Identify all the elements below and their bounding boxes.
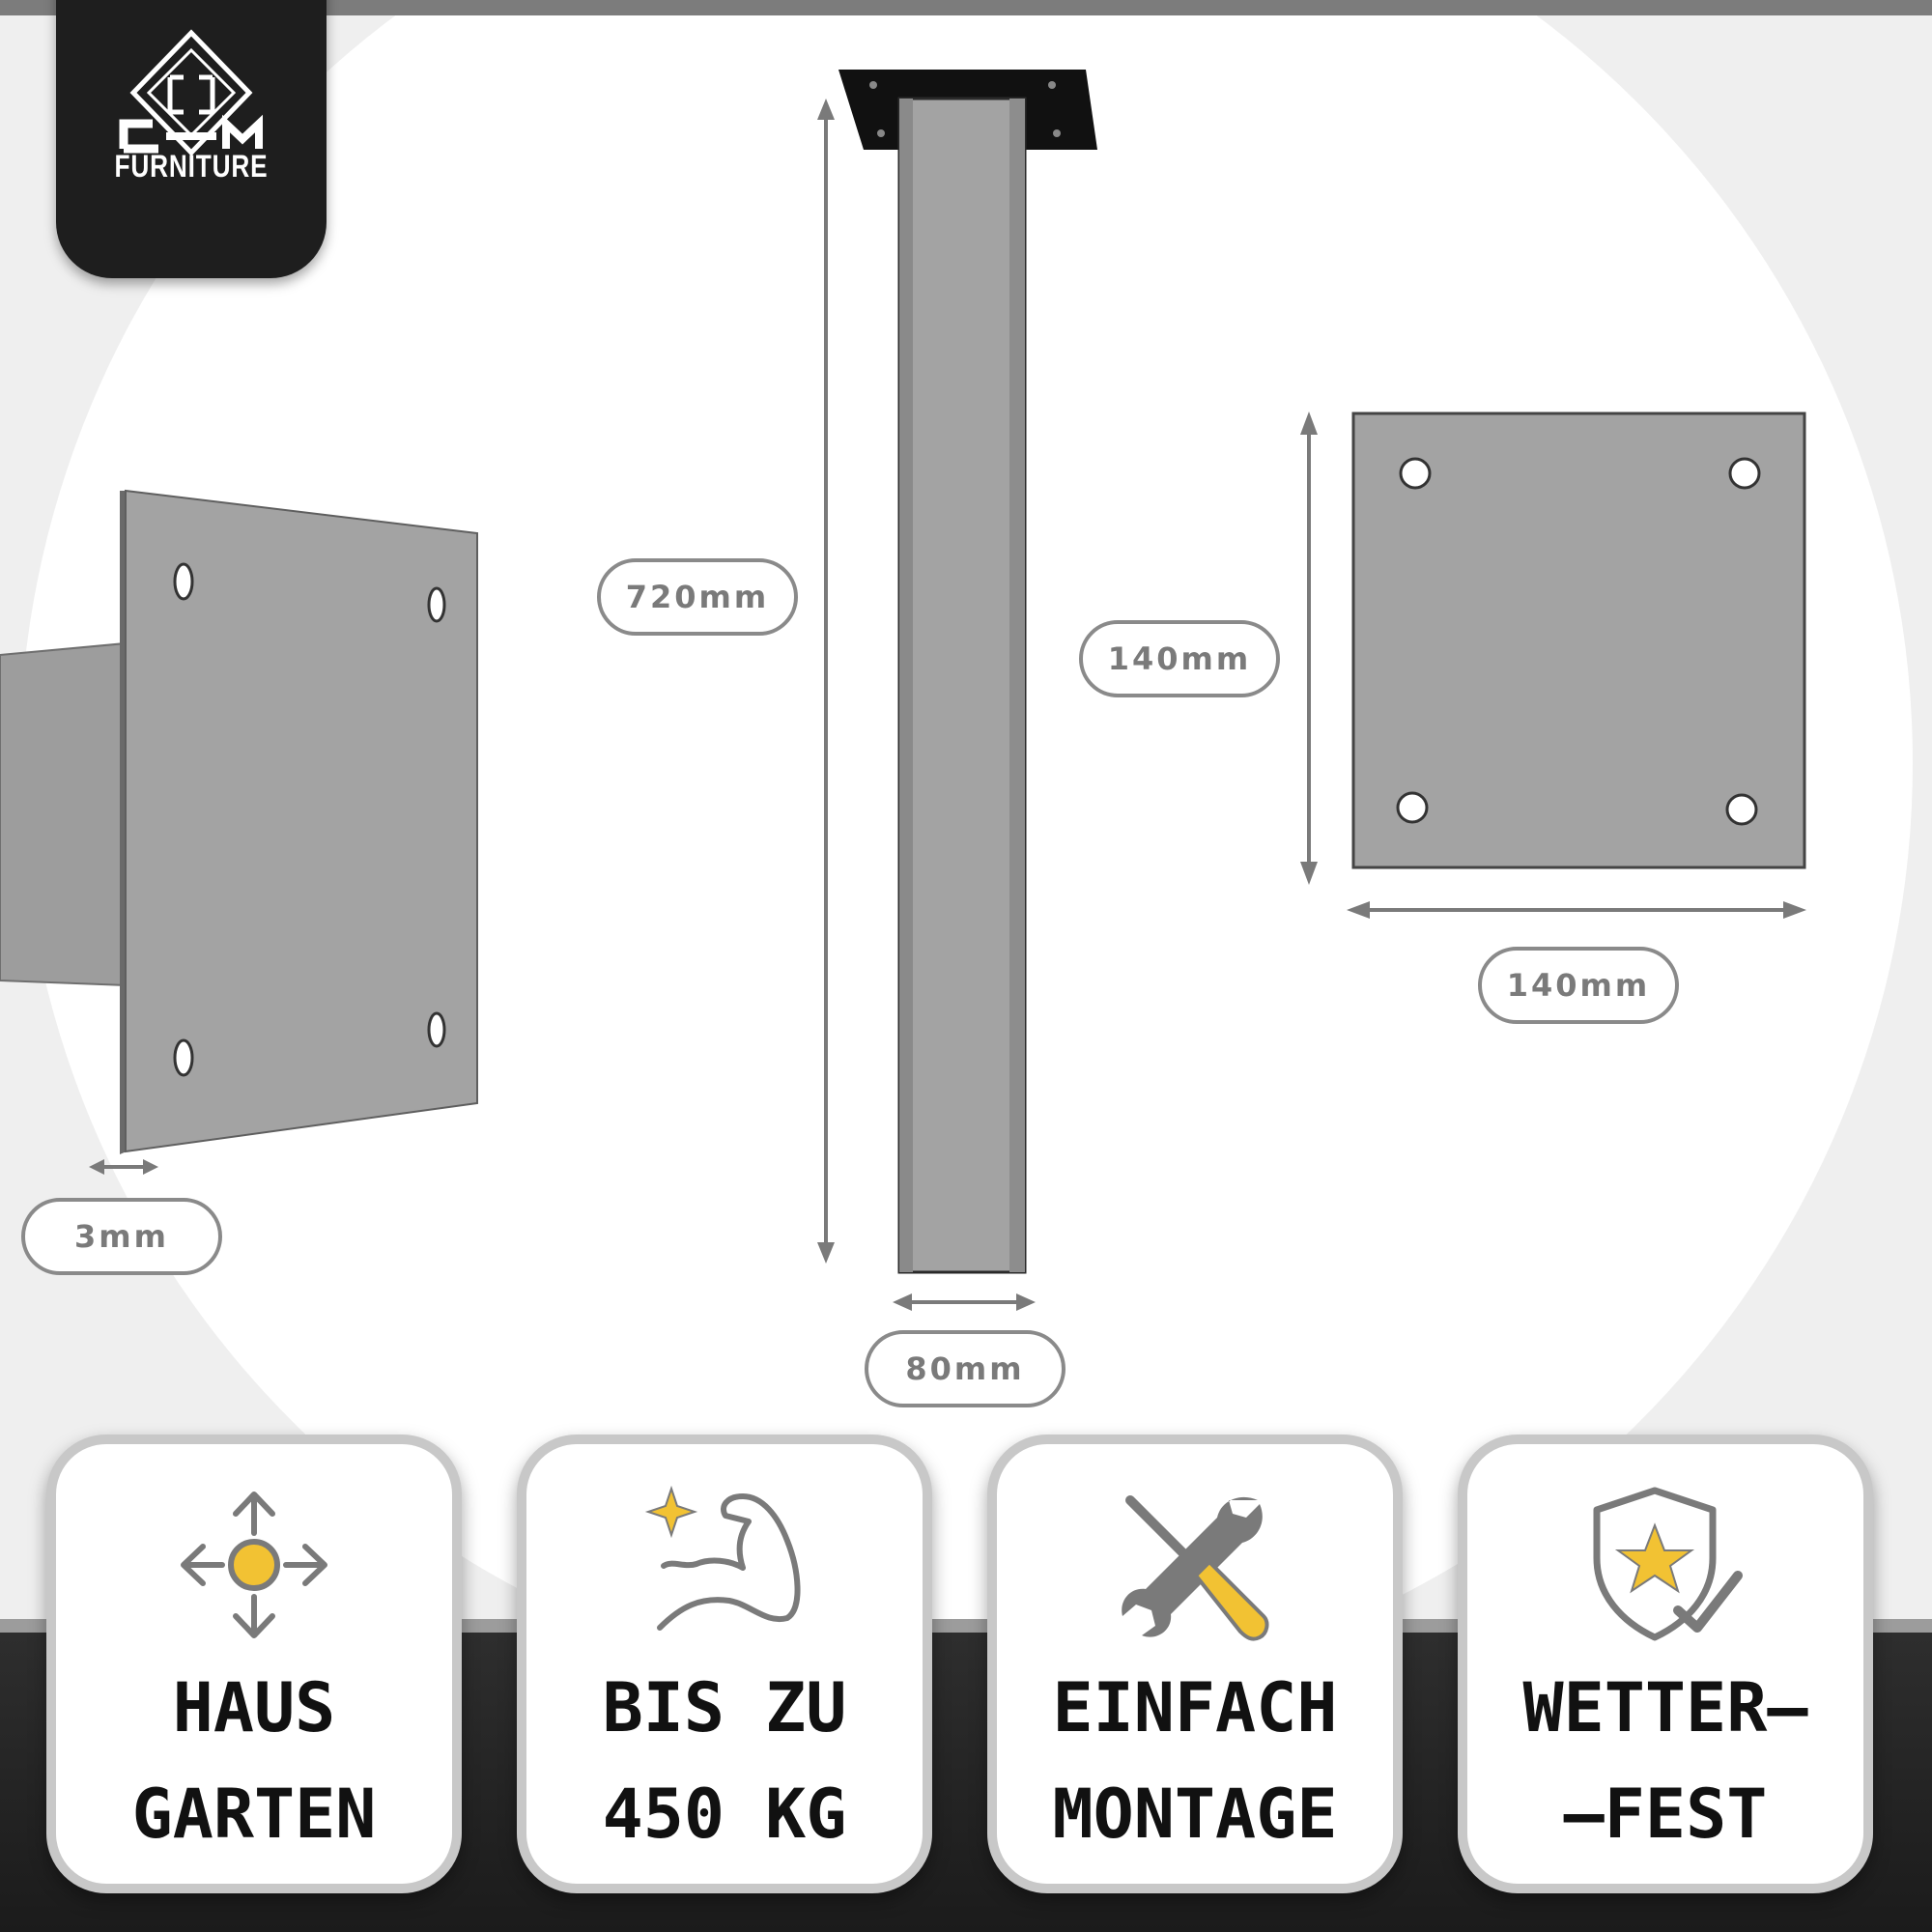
feature-line-2: –FEST — [1563, 1775, 1768, 1854]
feature-line-1: BIS ZU — [602, 1668, 847, 1747]
plate-hole — [427, 1011, 446, 1048]
plate-hole — [173, 562, 194, 601]
feature-line-2: MONTAGE — [1052, 1775, 1338, 1854]
front-mounting-plate — [1351, 412, 1806, 869]
feature-card-easy-assembly: EINFACH MONTAGE — [987, 1435, 1403, 1893]
plate-height-arrow — [1300, 412, 1318, 885]
side-mounting-plate — [125, 489, 478, 1153]
bottom-stripe — [0, 1619, 1932, 1636]
plate-height-label: 140mm — [1079, 620, 1280, 697]
technical-drawing — [0, 70, 1806, 1311]
plate-hole — [1728, 457, 1761, 490]
plate-width-arrow — [1347, 901, 1806, 919]
brand-name: FURNITURE — [114, 149, 269, 184]
height-label: 720mm — [597, 558, 798, 636]
height-arrow — [817, 99, 835, 1264]
thickness-label: 3mm — [21, 1198, 222, 1275]
thickness-arrow — [89, 1159, 158, 1175]
feature-card-haus-garten: HAUS GARTEN — [46, 1435, 462, 1893]
plate-hole — [1725, 793, 1758, 826]
brand-logo: FURNITURE — [56, 0, 327, 278]
feature-line-2: 450 KG — [602, 1775, 847, 1854]
tools-icon — [1122, 1495, 1269, 1641]
feature-line-2: GARTEN — [131, 1775, 377, 1854]
width-arrow — [893, 1293, 1036, 1311]
plate-hole — [173, 1038, 194, 1077]
flexed-arm-icon — [644, 1485, 801, 1631]
plate-hole — [1399, 457, 1432, 490]
feature-line-1: EINFACH — [1052, 1668, 1338, 1747]
table-leg — [897, 97, 1027, 1274]
top-bar — [0, 0, 1932, 15]
feature-card-weatherproof: WETTER– –FEST — [1458, 1435, 1873, 1893]
feature-line-1: WETTER– — [1522, 1668, 1808, 1747]
plate-hole — [1396, 791, 1429, 824]
feature-card-load-capacity: BIS ZU 450 KG — [517, 1435, 932, 1893]
feature-line-1: HAUS — [172, 1668, 336, 1747]
plate-width-label: 140mm — [1478, 947, 1679, 1024]
cm-diamond-logo-icon — [119, 29, 263, 156]
width-label: 80mm — [865, 1330, 1065, 1407]
side-leg-body — [0, 641, 127, 987]
shield-check-icon — [1593, 1487, 1743, 1641]
plate-hole — [427, 586, 446, 623]
move-arrows-icon — [181, 1492, 327, 1638]
